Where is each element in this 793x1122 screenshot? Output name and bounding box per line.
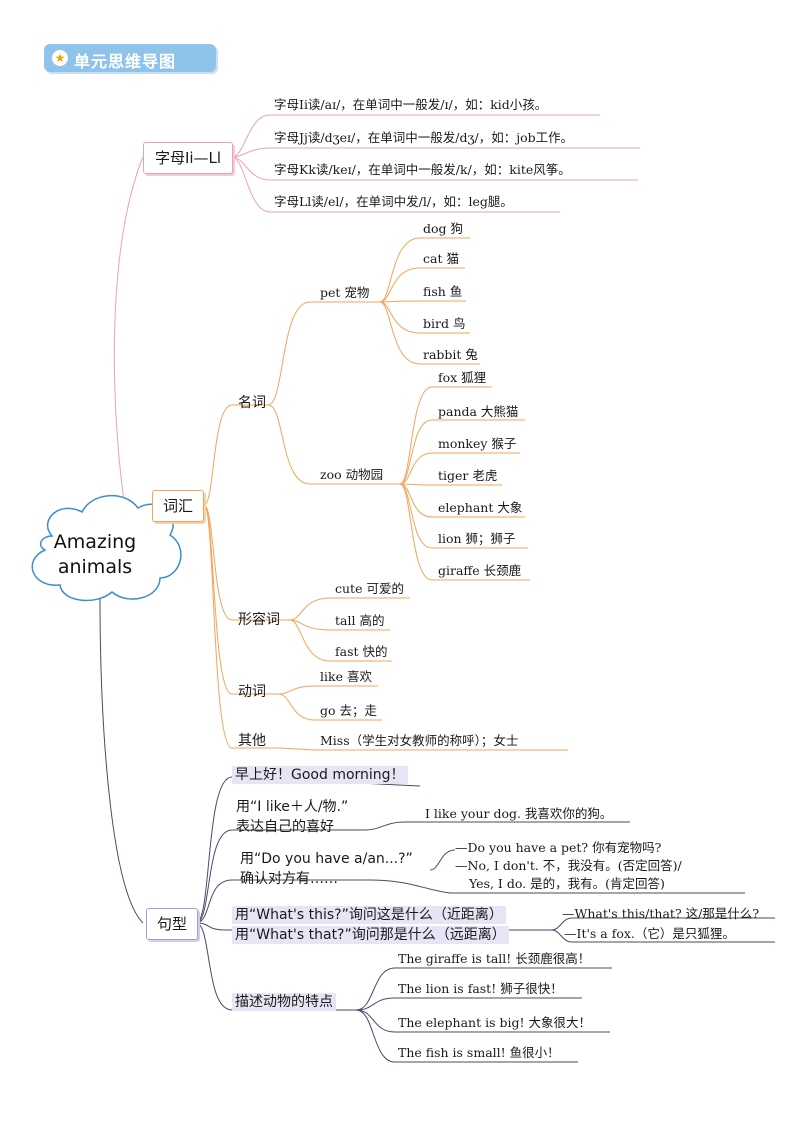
vocab-word: cat 猫 [423, 251, 459, 266]
vocab-word: monkey 猴子 [438, 436, 517, 451]
connector-letters [113, 156, 144, 529]
vocab-word: dog 狗 [423, 221, 464, 236]
sentence-example: The fish is small! 鱼很小！ [398, 1045, 560, 1060]
vocab-word: fast 快的 [335, 644, 388, 659]
vocab-word: lion 狮；狮子 [438, 531, 516, 546]
vocab-word: cute 可爱的 [335, 581, 404, 596]
vocab-word: go 去；走 [320, 703, 378, 718]
vocab-word: tall 高的 [335, 613, 385, 628]
sentence-describe: 描述动物的特点 [232, 993, 336, 1011]
vocab-word: fish 鱼 [423, 284, 463, 299]
letter-rule: 字母Jj读/dʒeɪ/，在单词中一般发/dʒ/，如：job工作。 [274, 130, 574, 145]
node-pet: pet 宠物 [320, 285, 370, 300]
sentence-example: —What's this/that? 这/那是什么? [562, 906, 760, 921]
letter-rule: 字母Ii读/aɪ/，在单词中一般发/ɪ/，如：kid小孩。 [274, 97, 548, 112]
sentence-what: 用“What's this?”询问这是什么（近距离） 用“What's that… [232, 905, 509, 945]
sentence-example: The lion is fast! 狮子很快！ [398, 981, 563, 996]
section-title: 单元思维导图 [74, 52, 177, 71]
sentence-example: I like your dog. 我喜欢你的狗。 [425, 806, 613, 821]
node-vocab: 词汇 [152, 490, 204, 522]
node-letters: 字母Ii—Ll [143, 142, 233, 174]
node-noun: 名词 [238, 395, 266, 411]
vocab-word: giraffe 长颈鹿 [438, 563, 522, 578]
sentence-greeting: 早上好！Good morning！ [232, 766, 408, 784]
node-sentences: 句型 [146, 908, 198, 940]
sentence-example: —No, I don't. 不，我没有。(否定回答)/ [455, 858, 682, 873]
vocab-word: bird 鸟 [423, 316, 466, 331]
node-other: 其他 [238, 733, 266, 749]
node-adjective: 形容词 [238, 612, 280, 628]
star-icon: ★ [52, 50, 68, 66]
letter-rule: 字母Ll读/el/，在单词中发/l/，如：leg腿。 [274, 194, 513, 209]
sentence-example: Yes, I do. 是的，我有。(肯定回答) [469, 876, 665, 891]
vocab-word: fox 狐狸 [438, 370, 487, 385]
cloud-shape [31, 494, 182, 602]
vocab-word: rabbit 兔 [423, 347, 478, 362]
vocab-word: tiger 老虎 [438, 468, 498, 483]
node-verb: 动词 [238, 684, 266, 700]
central-topic: Amazing animals [53, 531, 137, 578]
vocab-word: elephant 大象 [438, 500, 523, 515]
sentence-like: 用“I like＋人/物.” 表达自己的喜好 [236, 799, 349, 835]
vocab-word: Miss（学生对女教师的称呼）；女士 [320, 733, 519, 748]
section-badge: ★ 单元思维导图 [44, 44, 216, 72]
sentence-have: 用“Do you have a/an...?” 确认对方有…… [240, 851, 413, 887]
connector-sentences [99, 597, 144, 924]
vocab-word: panda 大熊猫 [438, 404, 519, 419]
sentence-example: —It's a fox.（它）是只狐狸。 [564, 926, 735, 941]
sentence-example: The elephant is big! 大象很大！ [398, 1015, 591, 1030]
sentence-example: —Do you have a pet? 你有宠物吗? [455, 840, 662, 855]
vocab-word: like 喜欢 [320, 669, 372, 684]
node-zoo: zoo 动物园 [320, 467, 384, 482]
letter-rule: 字母Kk读/keɪ/，在单词中一般发/k/，如：kite风筝。 [274, 162, 571, 177]
sentence-example: The giraffe is tall! 长颈鹿很高！ [398, 951, 591, 966]
